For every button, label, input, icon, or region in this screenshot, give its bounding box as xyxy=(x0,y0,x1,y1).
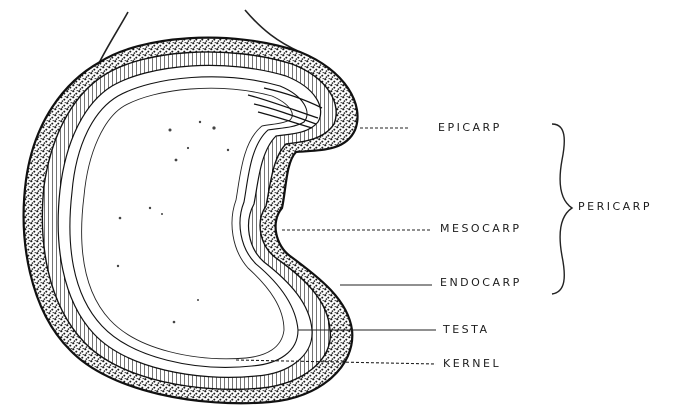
endocarp-label: ENDOCARP xyxy=(440,277,522,288)
pericarp-label: PERICARP xyxy=(578,201,652,212)
kernel-label: KERNEL xyxy=(443,358,501,369)
mesocarp-label: MESOCARP xyxy=(440,223,522,234)
testa-label: TESTA xyxy=(443,324,490,335)
pericarp-brace xyxy=(552,124,572,294)
epicarp-label: EPICARP xyxy=(438,122,502,133)
